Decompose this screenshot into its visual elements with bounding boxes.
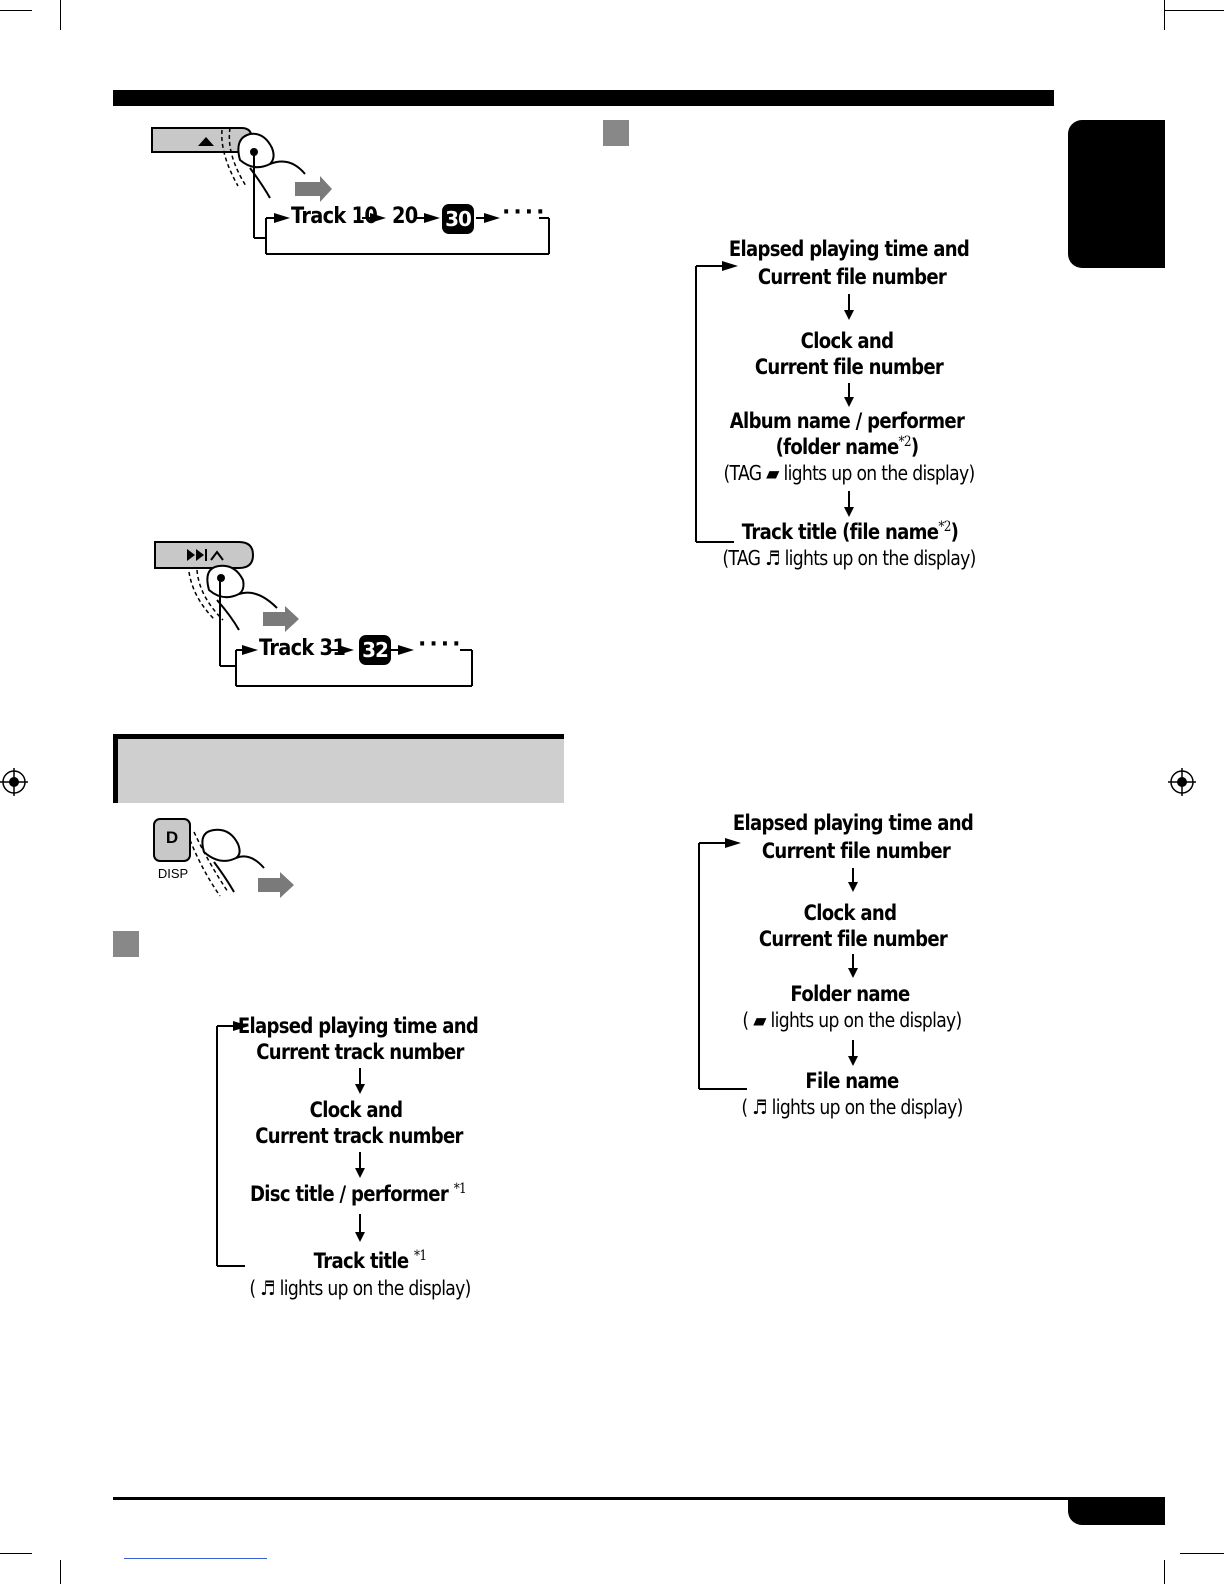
flow-cd-step2-line1: Clock and [309,1098,403,1122]
crop-mark-top-left-v [60,0,61,30]
flow-cd-step4-footnote: *1 [414,1248,427,1264]
flow-tag-step3-line1: Album name / performer [729,409,965,433]
flow-notag-arrow-3 [848,1040,858,1066]
seek-2-continuation: ···· [418,632,464,657]
disp-key-letter: D [165,828,179,847]
flow-notag-step4-line1: File name [805,1069,899,1093]
disp-key-caption: DISP [157,866,189,881]
page-number-tab [1068,1497,1165,1525]
flow-notag-step1-line1: Elapsed playing time and [732,811,974,835]
flow-cd-loop [216,1021,249,1267]
flow-notag-arrow-2 [848,954,858,978]
seek-1-step-3-badge: 30 [442,204,474,234]
flow-notag-arrow-1 [848,868,858,892]
section-heading-band [113,734,564,803]
seek-1-track-label: Track 10 [291,204,378,229]
registration-mark-right [1168,768,1196,796]
crop-mark-bottom-left [0,1553,32,1554]
flow-cd-step3-text: Disc title / performer [249,1182,449,1206]
flow-tag-arrow-3 [844,491,854,517]
flow-tag-arrow-1 [844,294,854,320]
flow-notag-step1-line2: Current file number [761,839,951,863]
flow-tag-arrow-2 [844,383,854,407]
header-bar [113,90,1054,106]
registration-mark-left [0,768,28,796]
flow-tag-step1-line2: Current file number [757,265,947,289]
flow-notag-step3-note: ( ▰ lights up on the display) [742,1008,962,1032]
square-marker-right [603,120,629,146]
flow-tag-step1-line1: Elapsed playing time and [728,237,970,261]
flow-cd-step4: Track title *1 [241,1248,499,1274]
seek-loop-lines-2 [219,580,473,687]
flow-cd-arrow-3 [355,1214,365,1242]
flow-tag-step4-note: (TAG ♬ lights up on the display) [722,546,976,570]
flow-notag-loop [698,838,747,1090]
crop-mark-bottom-right-v [1164,1560,1165,1584]
flow-tag-step3-note: (TAG ▰ lights up on the display) [723,461,975,485]
flow-notag-step2-line2: Current file number [758,927,948,951]
flow-tag-step2-line1: Clock and [800,329,894,353]
crop-mark-bottom-right [1180,1553,1224,1554]
flow-cd-step3: Disc title / performer *1 [229,1181,487,1207]
flow-tag-step3-close: ) [910,435,919,459]
language-tab [1068,120,1165,268]
flow-cd-arrow-1 [355,1068,365,1094]
flow-cd-step1-line1: Elapsed playing time and [237,1014,479,1038]
flow-tag-step2-line2: Current file number [754,355,944,379]
flow-tag-step3-line2: (folder name*2) [718,434,976,460]
flow-tag-step4-text: Track title (file name [741,520,939,544]
flow-cd-step1-line2: Current track number [256,1040,464,1064]
flow-cd-step3-footnote: *1 [453,1181,467,1197]
flow-cd-arrow-2 [355,1152,365,1178]
flow-cd-step4-note: ( ♬ lights up on the display) [249,1276,471,1300]
flow-tag-step4-line1: Track title (file name*2) [721,519,979,545]
flow-cd-step2-line2: Current track number [255,1124,463,1148]
crop-mark-top-left [0,10,32,11]
flow-tag-step3-line2-text: (folder name [775,435,900,459]
seek-1-step-2: 20 [392,204,418,229]
bottom-blue-rule [124,1558,267,1559]
flow-tag-step4-footnote: *2 [938,519,951,535]
flow-notag-step2-line1: Clock and [803,901,897,925]
next-button-illustration [154,541,299,632]
seek-2-track-label: Track 31 [259,636,346,661]
seek-2-step-2-badge: 32 [359,635,391,665]
seek-1-continuation: ···· [502,200,548,225]
flow-tag-step4-close: ) [950,520,959,544]
flow-tag-step3-footnote: *2 [898,434,912,450]
crop-mark-bottom-left-v [60,1560,61,1584]
crop-mark-top-right-v [1164,0,1165,30]
up-button-illustration [151,127,332,202]
flow-cd-step4-text: Track title [313,1249,409,1273]
finger-press-icon [189,828,294,898]
square-marker-left [113,931,139,957]
footer-rule [113,1497,1165,1500]
flow-tag-loop [695,261,738,543]
seek-loop-lines-1 [253,152,550,255]
crop-mark-top-right [1164,10,1224,11]
flow-notag-step4-note: ( ♬ lights up on the display) [741,1095,963,1119]
flow-notag-step3-line1: Folder name [790,982,910,1006]
